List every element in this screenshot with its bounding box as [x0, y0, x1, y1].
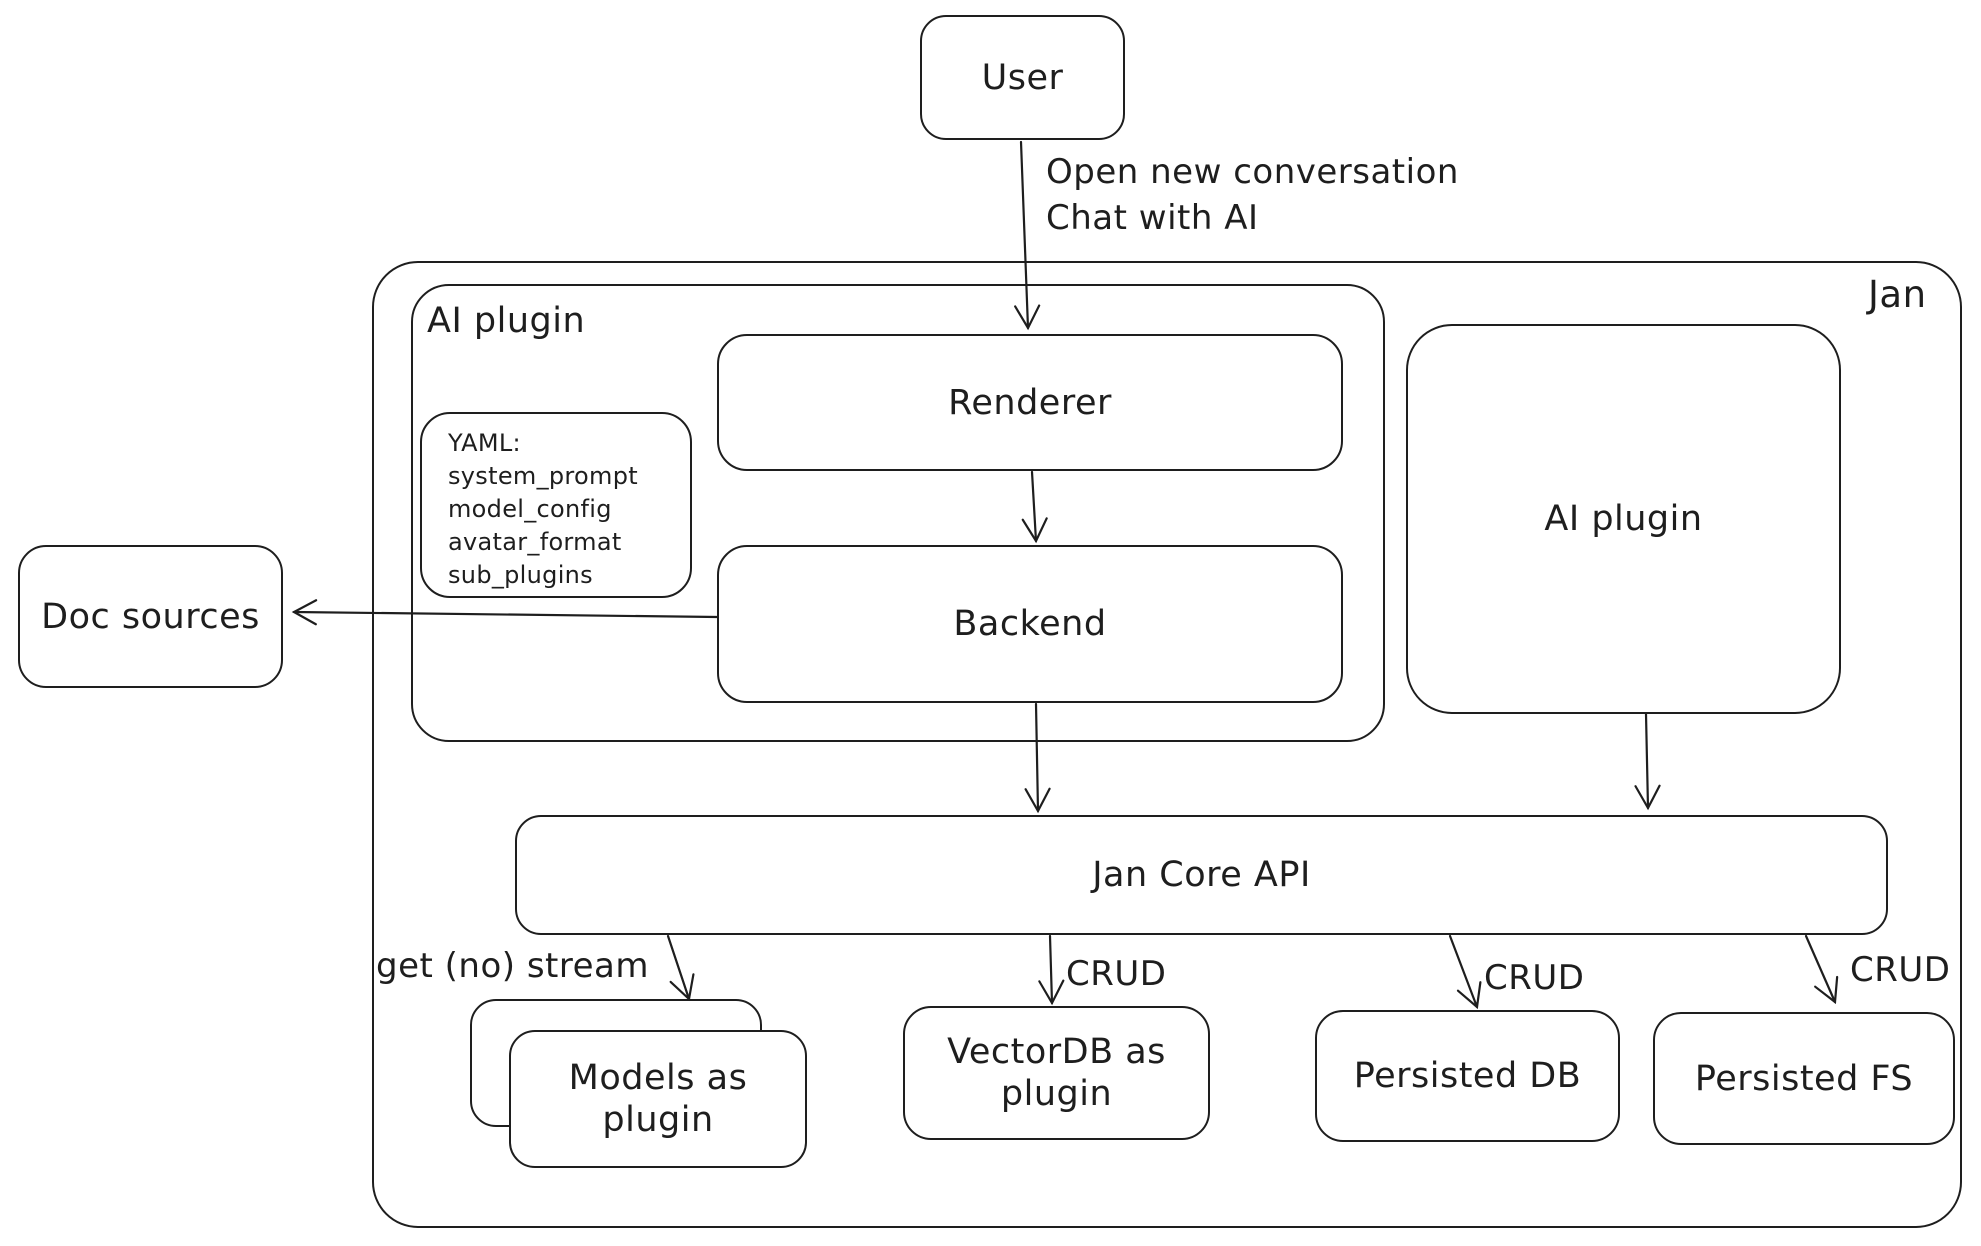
edge-label-crud-persisted-fs: CRUD [1850, 950, 1951, 990]
vectordb-as-plugin-node-label: VectorDB as plugin [947, 1032, 1166, 1114]
jan-container-label: Jan [1868, 273, 1927, 316]
renderer-node-label: Renderer [948, 382, 1112, 423]
jan-container [372, 261, 1962, 1228]
renderer-node: Renderer [717, 334, 1343, 471]
models-as-plugin-node-label: Models as plugin [568, 1058, 748, 1140]
ai-plugin-right-node-label: AI plugin [1544, 499, 1703, 539]
backend-node-label: Backend [953, 604, 1107, 644]
yaml-note-text: YAML: system_prompt model_config avatar_… [448, 429, 638, 590]
edge-label-user-to-renderer: Open new conversation Chat with AI [1046, 152, 1459, 238]
edge-label-get-no-stream: get (no) stream [376, 946, 649, 986]
edge-label-crud-persisted-db: CRUD [1484, 958, 1585, 998]
models-as-plugin-node: Models as plugin [509, 1030, 807, 1168]
user-node: User [920, 15, 1125, 140]
ai-plugin-right-node: AI plugin [1406, 324, 1841, 714]
jan-core-api-node: Jan Core API [515, 815, 1888, 935]
backend-node: Backend [717, 545, 1343, 703]
jan-core-api-node-label: Jan Core API [1092, 855, 1311, 895]
persisted-fs-node-label: Persisted FS [1694, 1058, 1914, 1099]
persisted-db-node: Persisted DB [1315, 1010, 1620, 1142]
vectordb-as-plugin-node: VectorDB as plugin [903, 1006, 1210, 1140]
ai-plugin-container [411, 284, 1385, 742]
user-node-label: User [981, 57, 1064, 98]
persisted-fs-node: Persisted FS [1653, 1012, 1955, 1145]
ai-plugin-container-label: AI plugin [427, 301, 586, 341]
doc-sources-node: Doc sources [18, 545, 283, 688]
yaml-note: YAML: system_prompt model_config avatar_… [420, 412, 692, 598]
edge-label-crud-vectordb: CRUD [1066, 954, 1167, 994]
persisted-db-node-label: Persisted DB [1353, 1056, 1582, 1096]
doc-sources-node-label: Doc sources [41, 596, 260, 637]
